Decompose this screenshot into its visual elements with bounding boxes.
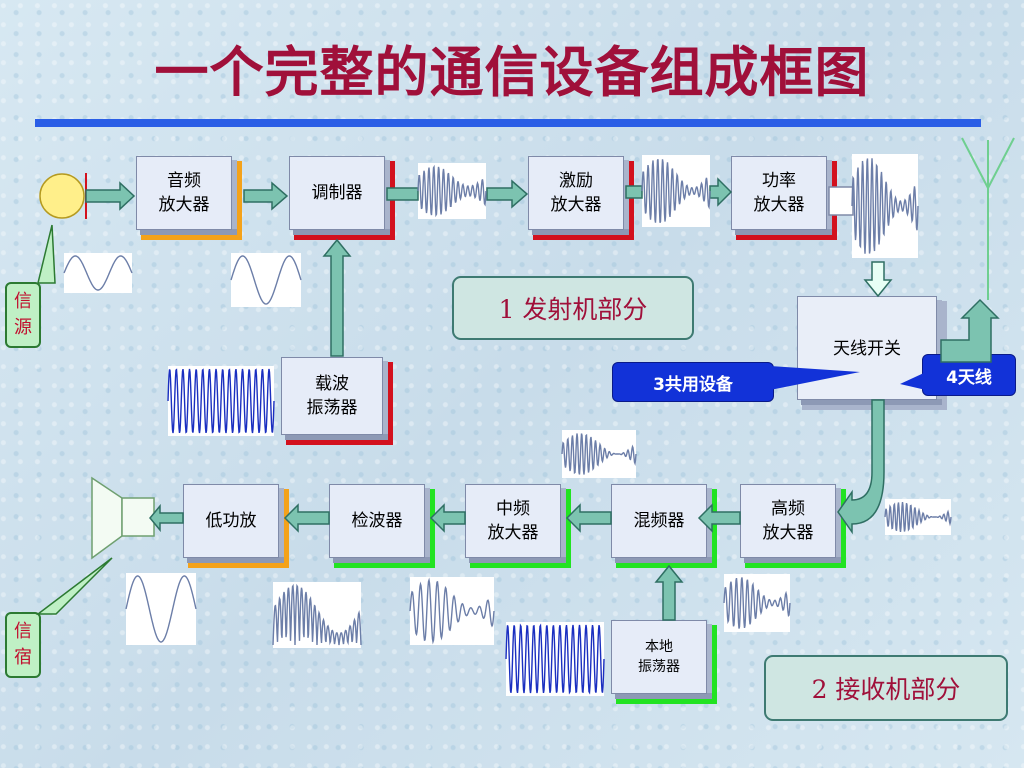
detected-wave-trace: [272, 583, 362, 646]
driver-amplifier-block[interactable]: 激励 放大器: [528, 156, 634, 240]
arrow-audio-to-modulator: [243, 181, 289, 211]
arrow-to-power: [709, 177, 733, 207]
modulator-label: 调制器: [311, 183, 363, 203]
power-output-stub: [828, 186, 854, 216]
speaker-icon: [91, 476, 155, 560]
low-power-amplifier-block[interactable]: 低功放: [183, 484, 289, 568]
arrow-mixer-to-if: [565, 503, 612, 533]
audio-amplifier-block[interactable]: 音频 放大器: [136, 156, 242, 240]
receiver-section-label: 2 接收机部分: [764, 655, 1008, 721]
arrow-mic-to-audio: [85, 181, 136, 211]
sink-pointer: [35, 557, 113, 615]
arrow-rf-to-mixer: [697, 503, 741, 533]
audio-amplifier-label: 音频 放大器: [158, 171, 210, 215]
mixer-label: 混频器: [633, 511, 685, 531]
if-wave-trace: [409, 577, 495, 645]
local-oscillator-block[interactable]: 本地 振荡器: [611, 620, 717, 704]
if-amplifier-block[interactable]: 中频 放大器: [465, 484, 571, 568]
detector-label: 检波器: [351, 511, 403, 531]
audio-wave-1: [64, 253, 132, 293]
arrow-to-driver: [486, 179, 529, 209]
source-label: 信 源: [5, 282, 41, 348]
antenna-icon: [961, 137, 1015, 300]
arrow-if-to-detector: [429, 503, 466, 533]
am-wave-1-trace: [417, 164, 487, 218]
microphone-icon: [39, 173, 87, 219]
arrow-driver-out: [625, 185, 643, 199]
common-equipment-label: 3共用设备: [612, 362, 774, 402]
rf-amplifier-block[interactable]: 高频 放大器: [740, 484, 846, 568]
audio-wave-1-trace: [63, 255, 133, 291]
arrow-switch-to-antenna: [940, 298, 1000, 363]
output-wave: [126, 573, 196, 645]
output-wave-trace: [125, 575, 197, 643]
carrier-oscillator-block[interactable]: 载波 振荡器: [281, 357, 393, 445]
carrier-wave-trace: [167, 368, 275, 434]
audio-wave-2-trace: [230, 255, 302, 305]
common-pointer: [770, 366, 860, 390]
driver-amplifier-label: 激励 放大器: [550, 171, 602, 215]
arrow-switch-to-rf: [837, 399, 885, 535]
page-title: 一个完整的通信设备组成框图: [154, 40, 870, 104]
arrow-detector-to-lpa: [283, 503, 330, 533]
local-oscillator-label: 本地 振荡器: [638, 639, 680, 675]
source-pointer: [37, 224, 56, 284]
detector-block[interactable]: 检波器: [329, 484, 435, 568]
arrow-carrier-to-modulator: [322, 238, 352, 357]
antenna-switch-label: 天线开关: [833, 339, 901, 359]
rx-wave-1-trace: [561, 433, 637, 475]
if-amplifier-label: 中频 放大器: [487, 499, 539, 543]
antenna-pointer: [900, 372, 926, 390]
carrier-oscillator-label: 载波 振荡器: [306, 374, 358, 418]
rf-amplifier-label: 高频 放大器: [762, 499, 814, 543]
low-power-amplifier-label: 低功放: [205, 511, 257, 531]
arrow-lpa-to-speaker: [149, 503, 184, 533]
arrow-to-antenna-switch: [863, 261, 893, 298]
modulator-block[interactable]: 调制器: [289, 156, 395, 240]
audio-wave-2: [231, 253, 301, 307]
arrow-modulator-out: [386, 187, 419, 201]
title-rule: [35, 119, 981, 127]
arrow-local-osc-to-mixer: [654, 564, 684, 621]
rf-wave-trace: [723, 577, 791, 629]
rx-wave-2-trace: [884, 502, 952, 532]
sink-label: 信 宿: [5, 612, 41, 678]
am-wave-3-trace: [851, 158, 919, 254]
am-wave-2-trace: [641, 159, 711, 223]
power-amplifier-label: 功率 放大器: [753, 171, 805, 215]
transmitter-section-label: 1 发射机部分: [452, 276, 694, 340]
local-osc-wave-trace: [505, 623, 605, 695]
mixer-block[interactable]: 混频器: [611, 484, 717, 568]
